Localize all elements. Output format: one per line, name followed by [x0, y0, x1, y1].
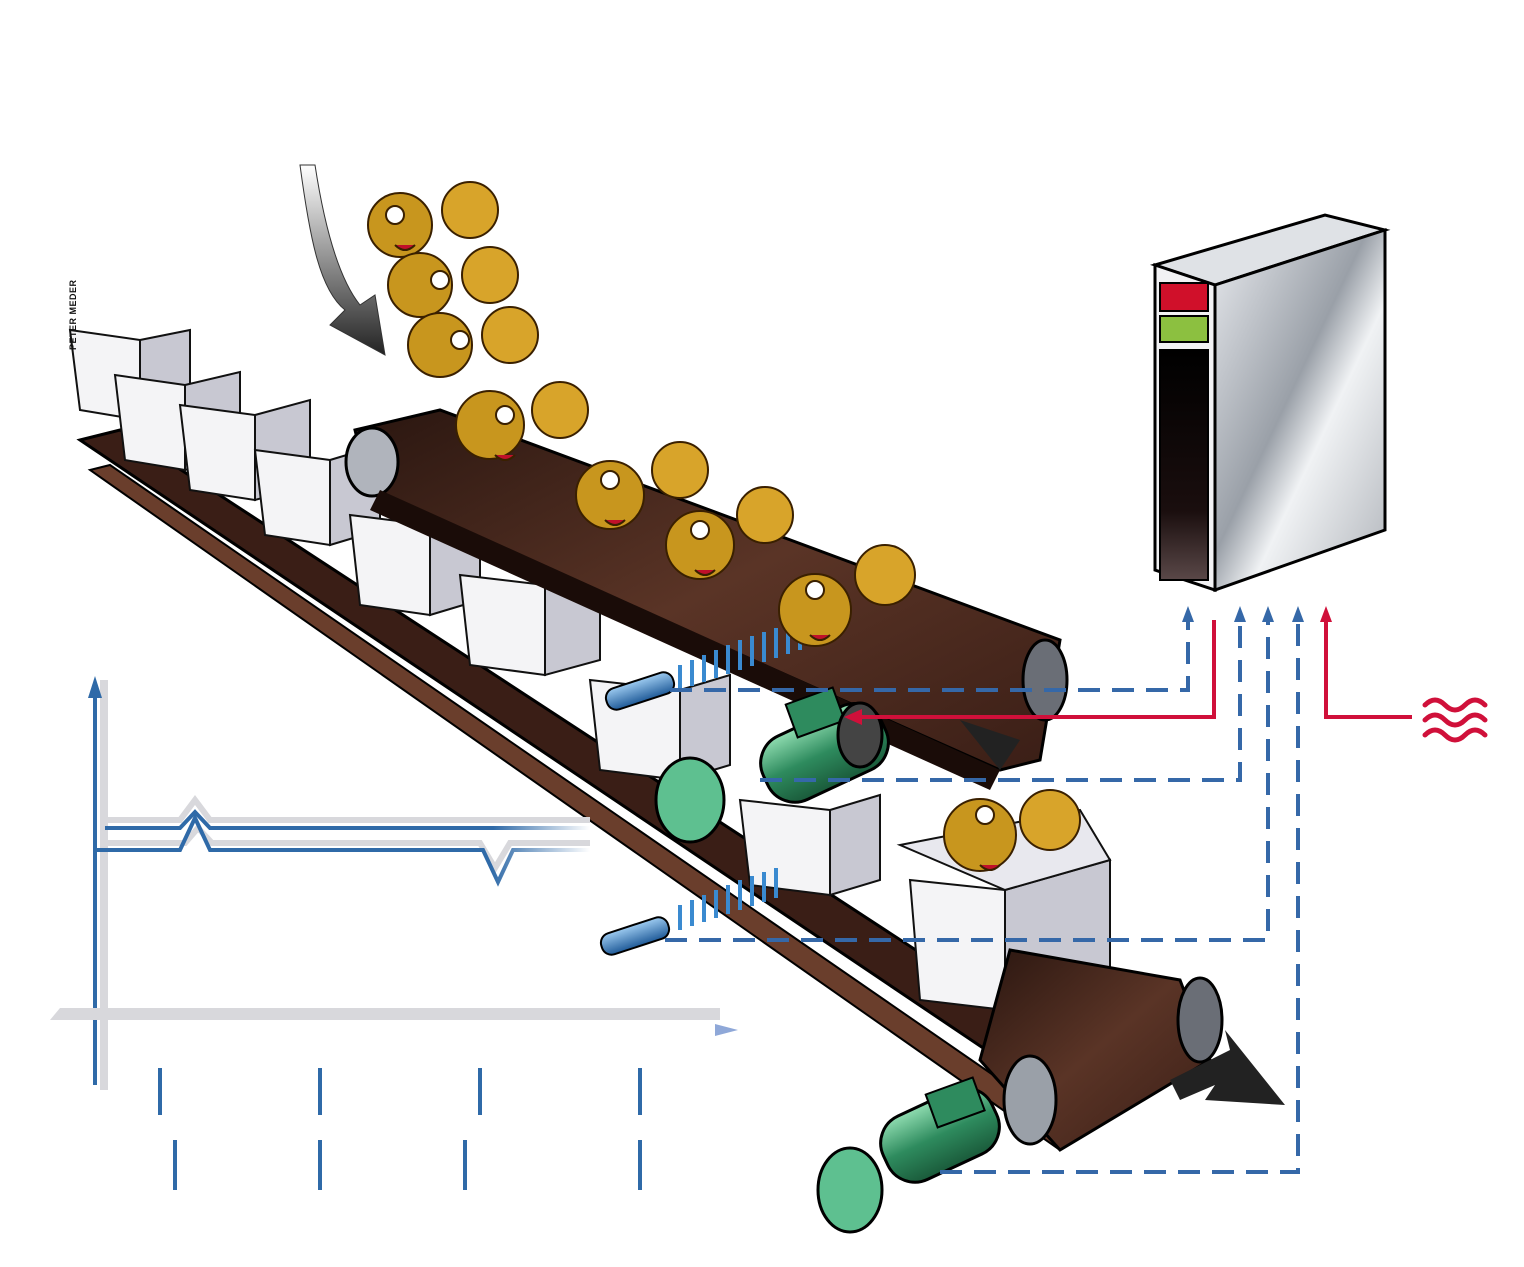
sensor-lower [599, 868, 778, 956]
mains-supply-line [1324, 620, 1412, 719]
indicator-red [1159, 282, 1209, 312]
ac-mains-icon [1422, 697, 1488, 743]
lower-trace [95, 813, 590, 887]
teddy-bear-in-box [943, 789, 1081, 872]
roller [344, 426, 400, 498]
teddy-bear [575, 441, 709, 530]
box [458, 568, 601, 677]
output-arrow-icon [1170, 1030, 1285, 1105]
motor-upper-signal [760, 620, 1242, 782]
signal-lines-blue [665, 620, 1300, 1174]
roller [1176, 976, 1224, 1064]
roller [1002, 1054, 1058, 1146]
y-axis-arrowhead [88, 676, 102, 698]
motor-control-arrowhead [844, 709, 862, 725]
controller-cabinet [1149, 213, 1391, 593]
sensor-lower-signal [665, 620, 1270, 942]
teddy-bears [367, 181, 1081, 872]
display-panel [1159, 349, 1209, 581]
box [738, 793, 881, 897]
upper-tick-marks [158, 1068, 642, 1115]
motor-lower [816, 1076, 1001, 1234]
flow-arrows [299, 164, 1285, 1105]
upper-trace [105, 809, 590, 830]
roller [1021, 638, 1069, 722]
lower-trace-shadow [105, 823, 590, 874]
output-conveyor-belt [978, 948, 1224, 1152]
teddy-bear [387, 246, 519, 318]
input-arrow-icon [299, 164, 386, 356]
belt-direction-arrow-icon [960, 720, 1020, 770]
teddy-bear [778, 544, 916, 647]
signal-chart [48, 676, 738, 1190]
sensor-upper [604, 620, 802, 711]
teddy-bear [665, 486, 794, 580]
lower-tick-marks [173, 1140, 642, 1190]
upper-trace-shadow [105, 795, 590, 823]
x-axis-arrowhead [715, 1024, 738, 1036]
mains-arrowhead [1320, 606, 1332, 622]
teddy-bear [407, 306, 539, 378]
indicator-green [1159, 315, 1209, 343]
motor-lower-signal [940, 620, 1300, 1174]
teddy-bear [367, 181, 499, 258]
signal-lines-red [860, 620, 1412, 719]
teddy-bear [455, 381, 589, 461]
signal-arrowheads-blue [1182, 606, 1304, 622]
motor-control-line [860, 620, 1216, 719]
sensor-upper-signal [670, 620, 1190, 692]
artist-signature: PETER MEDER [68, 279, 78, 350]
